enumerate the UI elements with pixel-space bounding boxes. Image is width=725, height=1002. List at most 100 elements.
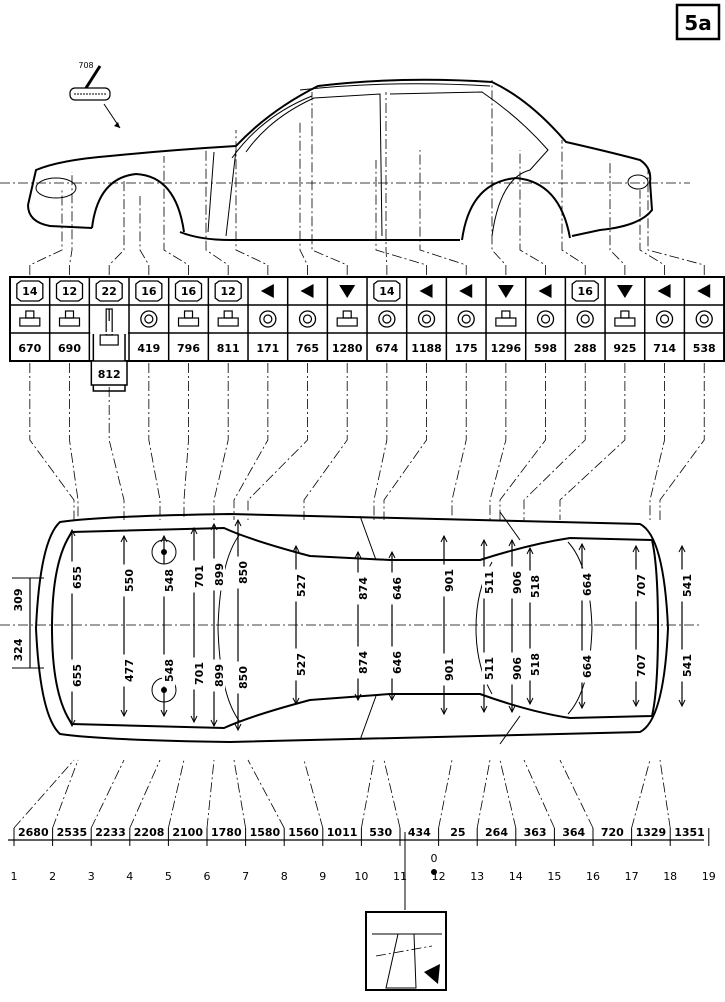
longitudinal-segment: 1780: [206, 759, 242, 846]
side-leader-line: [375, 160, 427, 275]
position-index: 7: [242, 870, 249, 883]
plan-leader-line: [69, 363, 79, 520]
point-value: 796: [177, 342, 200, 355]
bracket-fixture-icon: [217, 310, 239, 327]
transverse-lower-value: 850: [237, 666, 250, 689]
longitudinal-segment: 364: [523, 759, 586, 846]
table-column: 171: [247, 277, 279, 361]
table-column: 12 811: [207, 277, 242, 361]
transverse-upper-value: 550: [123, 569, 136, 592]
side-view-sill: [179, 231, 460, 241]
reference-badge-label: 16: [181, 285, 197, 298]
longitudinal-value: 1560: [288, 826, 319, 839]
plan-leader-line: [659, 363, 705, 520]
plan-view-inner-outline: [50, 526, 660, 730]
reference-badge-label: 14: [22, 285, 38, 298]
bracket-fixture-icon: [177, 310, 200, 327]
table-column: 925: [604, 277, 636, 361]
transverse-upper-value: 899: [213, 563, 226, 586]
ring-fixture-icon: [378, 310, 396, 328]
position-index: 14: [509, 870, 523, 883]
transverse-dimension: 899 899: [210, 522, 226, 728]
transverse-lower-value: 899: [213, 664, 226, 687]
front-width-lower: 324: [12, 638, 25, 661]
transverse-dimensions: 6556555504775485487017018998998508505275…: [68, 518, 694, 732]
zero-datum: 0: [404, 832, 438, 910]
bracket-fixture-icon: [336, 310, 358, 327]
ring-fixture-icon: [655, 310, 674, 328]
transverse-lower-value: 701: [193, 662, 206, 685]
reference-badge-label: 12: [221, 285, 236, 298]
transverse-lower-value: 874: [357, 651, 370, 674]
side-leader-line: [108, 180, 125, 275]
reference-badge-label: 22: [102, 285, 117, 298]
front-width-upper: 309: [12, 589, 25, 612]
side-leader-line: [385, 92, 388, 275]
plan-leader-line: [29, 363, 75, 520]
left-triangle-icon: [697, 284, 711, 298]
transverse-lower-value: 664: [581, 655, 594, 678]
point-value: 690: [58, 342, 81, 355]
side-view-rear-wheel-arch: [461, 176, 571, 241]
longitudinal-value: 720: [601, 826, 624, 839]
plan-leader-line: [213, 363, 229, 520]
longitudinal-segment: 1011: [303, 759, 358, 846]
side-leader-line: [311, 92, 348, 275]
transverse-dimension: 664 664: [578, 542, 594, 710]
transverse-upper-value: 701: [193, 565, 206, 588]
ring-fixture-icon: [140, 310, 158, 328]
longitudinal-value: 2680: [18, 826, 49, 839]
position-index: 19: [702, 870, 716, 883]
table-column: 714: [643, 277, 676, 361]
transverse-lower-value: 477: [123, 659, 136, 682]
point-value: 175: [455, 342, 478, 355]
side-leader-line: [299, 120, 308, 275]
side-view-front-wheel-arch: [91, 172, 185, 233]
longitudinal-segment: 1329: [631, 759, 667, 846]
transverse-lower-value: 901: [443, 658, 456, 681]
plan-leader-line: [108, 387, 125, 520]
transverse-upper-value: 664: [581, 573, 594, 596]
transverse-lower-value: 511: [483, 657, 496, 680]
longitudinal-segment: 1560: [247, 759, 319, 846]
position-index: 1: [11, 870, 18, 883]
transverse-lower-value: 541: [681, 654, 694, 677]
reference-badge: 14: [16, 280, 44, 302]
longitudinal-value: 25: [450, 826, 465, 839]
side-leader-line: [491, 80, 507, 275]
reference-badge: 16: [135, 280, 163, 302]
table-column: 175: [445, 277, 478, 361]
down-triangle-icon: [616, 285, 633, 298]
longitudinal-value: 1011: [327, 826, 358, 839]
longitudinal-segment: 2233: [90, 759, 126, 846]
transverse-lower-value: 655: [71, 664, 84, 687]
left-triangle-icon: [657, 284, 671, 298]
transverse-lower-value: 518: [529, 653, 542, 676]
longitudinal-value: 434: [408, 826, 431, 839]
point-value: 598: [534, 342, 557, 355]
position-index: 3: [88, 870, 95, 883]
point-value: 538: [693, 342, 716, 355]
point-value: 811: [217, 342, 240, 355]
ring-fixture-icon: [695, 310, 713, 328]
position-index: 8: [281, 870, 288, 883]
down-triangle-icon: [339, 285, 356, 298]
longitudinal-value: 1329: [636, 826, 667, 839]
transverse-lower-value: 906: [511, 657, 524, 680]
transverse-upper-value: 655: [71, 566, 84, 589]
plan-leader-line: [233, 363, 269, 520]
down-triangle-icon: [497, 285, 514, 298]
plan-leader-line: [247, 363, 308, 520]
table-column: 598: [524, 277, 557, 361]
page-label: 5a: [684, 11, 711, 35]
side-leader-line: [205, 148, 229, 275]
table-column: 1296: [485, 277, 522, 361]
ring-fixture-icon: [417, 310, 436, 328]
ring-fixture-icon: [536, 310, 555, 328]
